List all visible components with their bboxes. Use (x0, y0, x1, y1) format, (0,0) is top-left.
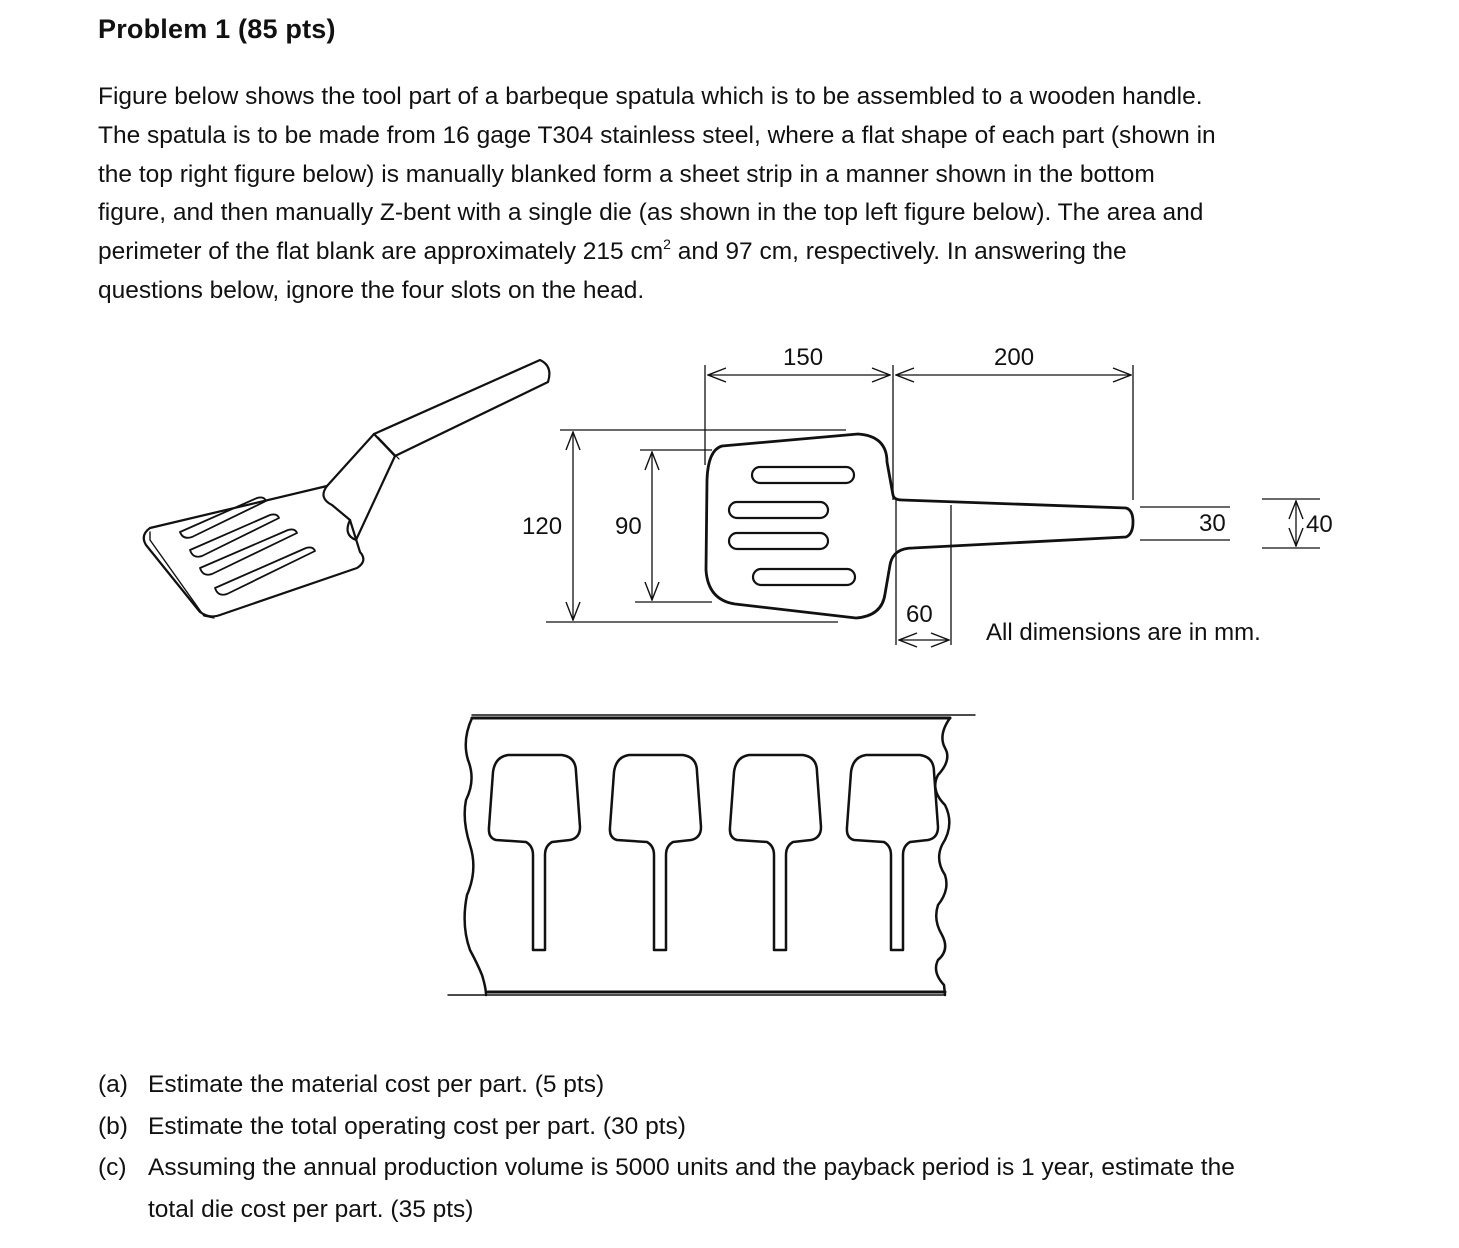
question-item: (c) Assuming the annual production volume… (98, 1147, 1235, 1189)
blade-edge (149, 531, 215, 619)
strip-layout-drawing (447, 714, 976, 997)
problem-title: Problem 1 (85 pts) (98, 14, 336, 44)
question-label: (a) (98, 1071, 128, 1098)
question-text: Estimate the total operating cost per pa… (148, 1112, 686, 1140)
blank-cutout-2 (608, 753, 703, 952)
question-text: total die cost per part. (35 pts) (148, 1195, 474, 1223)
blade-slots (179, 496, 316, 596)
blank-cutouts (487, 753, 940, 952)
description-line: figure, and then manually Z-bent with a … (98, 199, 1204, 227)
blank-cutout-4 (845, 753, 940, 952)
dimension-lines (546, 365, 1320, 645)
spatula-handle-outline (372, 358, 551, 458)
bent-spatula-sketch (142, 358, 551, 619)
blank-cutout-3 (728, 753, 823, 952)
question-item: (a) Estimate the material cost per part. … (98, 1064, 1235, 1106)
dim-150-label: 150 (783, 344, 823, 371)
question-label: (b) (98, 1112, 128, 1140)
spatula-blade-outline (142, 484, 365, 618)
dim-60-label: 60 (906, 601, 933, 628)
units-note: All dimensions are in mm. (986, 619, 1261, 646)
handle-crease (372, 432, 397, 458)
dim-120-label: 120 (522, 513, 562, 540)
dim-200-label: 200 (994, 344, 1034, 371)
dim-40-label: 40 (1306, 511, 1333, 538)
question-list: (a) Estimate the material cost per part. … (98, 1064, 1235, 1230)
description-line: perimeter of the flat blank are approxim… (98, 233, 1358, 272)
blank-outline (704, 432, 1135, 620)
question-label: (c) (98, 1154, 127, 1181)
blank-cutout-1 (487, 753, 582, 952)
flat-blank-drawing: 150 200 120 90 30 40 60 All dimensions a… (522, 344, 1333, 646)
strip-left-break (463, 716, 488, 997)
question-text: Estimate the material cost per part. (5 … (148, 1071, 605, 1098)
area-text: perimeter of the flat blank are approxim… (98, 238, 664, 266)
description-line: Figure below shows the tool part of a ba… (98, 83, 1203, 110)
problem-description: Figure below shows the tool part of a ba… (98, 78, 1358, 311)
description-line: questions below, ignore the four slots o… (98, 276, 645, 304)
strip-right-break (933, 716, 952, 997)
question-item: (b) Estimate the total operating cost per… (98, 1106, 1235, 1148)
question-text: Assuming the annual production volume is… (148, 1154, 1235, 1181)
question-item: total die cost per part. (35 pts) (98, 1189, 1235, 1231)
description-line: the top right figure below) is manually … (98, 160, 1155, 188)
perimeter-text: and 97 cm, respectively. In answering th… (670, 238, 1127, 266)
dim-90-label: 90 (615, 513, 642, 540)
head-slots (727, 465, 857, 587)
dim-30-label: 30 (1199, 510, 1226, 537)
spatula-neck-outline (322, 432, 397, 542)
description-line: The spatula is to be made from 16 gage T… (98, 121, 1216, 149)
area-exponent: 2 (663, 236, 671, 253)
